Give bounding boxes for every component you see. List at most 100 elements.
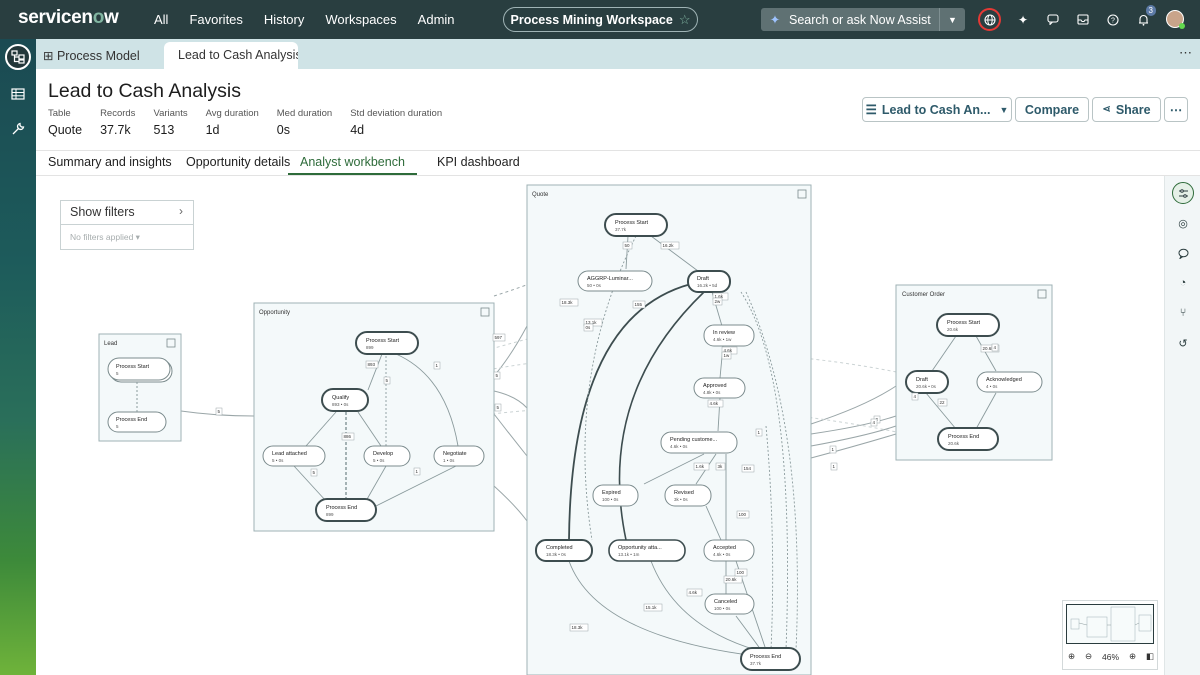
edge-label: 597	[495, 335, 503, 340]
filter-settings-icon[interactable]	[1172, 182, 1194, 204]
edge-label-box	[937, 398, 948, 407]
show-filters-button[interactable]: Show filters ›	[61, 201, 193, 225]
inbox-icon[interactable]	[1068, 8, 1098, 31]
node-stat: 5 • 0s	[272, 458, 284, 463]
quote-node-accepted[interactable]	[703, 539, 755, 562]
quote-panel[interactable]: Quote	[526, 184, 812, 675]
toggle-minimap-icon[interactable]: ◧	[1145, 651, 1154, 661]
nav-admin[interactable]: Admin	[417, 12, 455, 27]
co-node-acknowledged[interactable]	[976, 371, 1043, 393]
tab-lead-to-cash[interactable]: Lead to Cash Analysis	[164, 42, 298, 69]
opp-node-process-start[interactable]	[355, 331, 419, 355]
filter-status[interactable]: No filters applied ▾	[70, 232, 140, 242]
node-label: Negotiate	[443, 451, 467, 457]
tab-summary[interactable]: Summary and insights	[48, 155, 172, 169]
quote-node-canceled[interactable]	[704, 593, 755, 615]
tab-more-icon[interactable]: ⋯	[1179, 45, 1192, 60]
edge-label-box	[413, 467, 421, 476]
project-select-dropdown[interactable]: ☰ Lead to Cash An... ▼	[862, 97, 1012, 122]
search-scope-dropdown[interactable]: ▼	[939, 8, 965, 31]
insights-icon[interactable]: ◔	[1179, 277, 1187, 289]
palette-icon[interactable]: ◎	[1178, 217, 1188, 230]
quote-node-pending[interactable]	[660, 431, 738, 454]
opp-node-qualify[interactable]	[321, 388, 369, 412]
quote-node-expired[interactable]	[592, 484, 639, 507]
collapse-icon[interactable]	[480, 307, 490, 317]
quote-node-in-review[interactable]	[703, 324, 755, 347]
edge-label: 1	[436, 363, 439, 368]
quote-node-revised[interactable]	[664, 484, 712, 507]
bell-icon[interactable]: 3	[1128, 5, 1158, 31]
tab-opportunity-details[interactable]: Opportunity details	[186, 155, 291, 169]
opp-node-lead-attached[interactable]	[262, 445, 326, 467]
share-button[interactable]: ⋖ Share	[1092, 97, 1161, 122]
quote-node-opportunity-attached[interactable]	[608, 539, 686, 562]
process-model-icon[interactable]	[5, 44, 31, 70]
process-graph-canvas[interactable]: Show filters › No filters applied ▾	[36, 176, 1164, 675]
user-avatar[interactable]	[1166, 10, 1185, 29]
compare-button[interactable]: Compare	[1015, 97, 1089, 122]
edge-label-box	[911, 392, 919, 401]
quote-node-process-start[interactable]	[604, 213, 668, 237]
co-node-process-end[interactable]	[937, 427, 999, 451]
nav-all[interactable]: All	[154, 12, 169, 27]
opp-node-develop[interactable]	[363, 445, 411, 467]
global-search[interactable]: ✦ Search or ask Now Assist ▼	[761, 8, 965, 31]
edge-label: 1	[416, 469, 419, 474]
lead-node-start[interactable]	[107, 357, 171, 381]
nav-history[interactable]: History	[263, 12, 305, 27]
meta-key: Variants	[153, 108, 188, 119]
collapse-icon[interactable]	[797, 189, 807, 199]
wrench-icon[interactable]	[5, 116, 31, 142]
tab-kpi-dashboard[interactable]: KPI dashboard	[437, 155, 520, 169]
minimap[interactable]: ⊕ ⊖ 46% ⊕ ◧	[1062, 600, 1158, 670]
edge-label: 1	[758, 430, 761, 435]
zoom-in-icon[interactable]: ⊕	[1128, 651, 1137, 661]
node-stat: 37.7k	[615, 227, 627, 232]
co-node-draft[interactable]	[905, 370, 949, 394]
quote-node-approved[interactable]	[693, 377, 746, 399]
servicenow-logo[interactable]: servicenow	[18, 7, 119, 29]
workspace-title-pill[interactable]: Process Mining Workspace ☆	[503, 7, 698, 32]
history-icon[interactable]: ↺	[1178, 337, 1188, 350]
node-stat: 4.6k • 0s	[713, 552, 731, 557]
chat-icon[interactable]	[1038, 8, 1068, 31]
node-label: Lead attached	[272, 451, 307, 457]
lead-panel[interactable]: Lead Process Start 5 Process End 5	[98, 333, 182, 442]
comment-icon[interactable]	[1172, 242, 1194, 264]
customer-order-panel[interactable]: Customer Order Process Start 20.6k Draft…	[895, 284, 1053, 461]
opp-node-process-end[interactable]	[315, 498, 377, 522]
collapse-icon[interactable]	[1037, 289, 1047, 299]
meta-key: Med duration	[276, 108, 333, 119]
help-icon[interactable]: ?	[1098, 8, 1128, 31]
sparkle-icon[interactable]: ✦	[1017, 12, 1029, 27]
edge-label-box	[310, 468, 318, 477]
edge-label: 20.6k	[726, 577, 738, 582]
co-node-process-start[interactable]	[936, 313, 1000, 337]
nav-favorites[interactable]: Favorites	[189, 12, 243, 27]
fit-to-screen-icon[interactable]: ⊕	[1067, 651, 1076, 661]
nav-workspaces[interactable]: Workspaces	[325, 12, 397, 27]
tab-analyst-workbench[interactable]: Analyst workbench	[288, 155, 417, 175]
table-icon[interactable]	[5, 81, 31, 107]
right-toolbar: ◎ ◔ ⑂ ↺	[1164, 176, 1200, 675]
opp-node-negotiate[interactable]	[433, 445, 485, 467]
expand-icon[interactable]	[166, 338, 176, 348]
globe-icon[interactable]	[978, 8, 1001, 31]
edge-label-box	[707, 399, 724, 408]
node-label: Completed	[546, 545, 573, 551]
hierarchy-icon[interactable]: ⑂	[1179, 307, 1187, 319]
quote-node-process-end[interactable]	[740, 647, 801, 671]
quote-node-draft[interactable]	[687, 270, 731, 293]
quote-node-aggrp[interactable]	[577, 270, 653, 292]
more-actions-button[interactable]: ⋯	[1164, 97, 1188, 122]
tab-process-model[interactable]: ⊞ Process Model	[43, 48, 140, 63]
minimap-viewport[interactable]	[1066, 604, 1154, 644]
opportunity-panel[interactable]: Opportunity Process Start 899 Qualify 89…	[253, 302, 495, 532]
favorite-star-icon[interactable]: ☆	[678, 11, 691, 27]
node-label: Accepted	[713, 545, 736, 551]
quote-node-completed[interactable]	[535, 539, 593, 562]
zoom-out-icon[interactable]: ⊖	[1084, 651, 1093, 661]
